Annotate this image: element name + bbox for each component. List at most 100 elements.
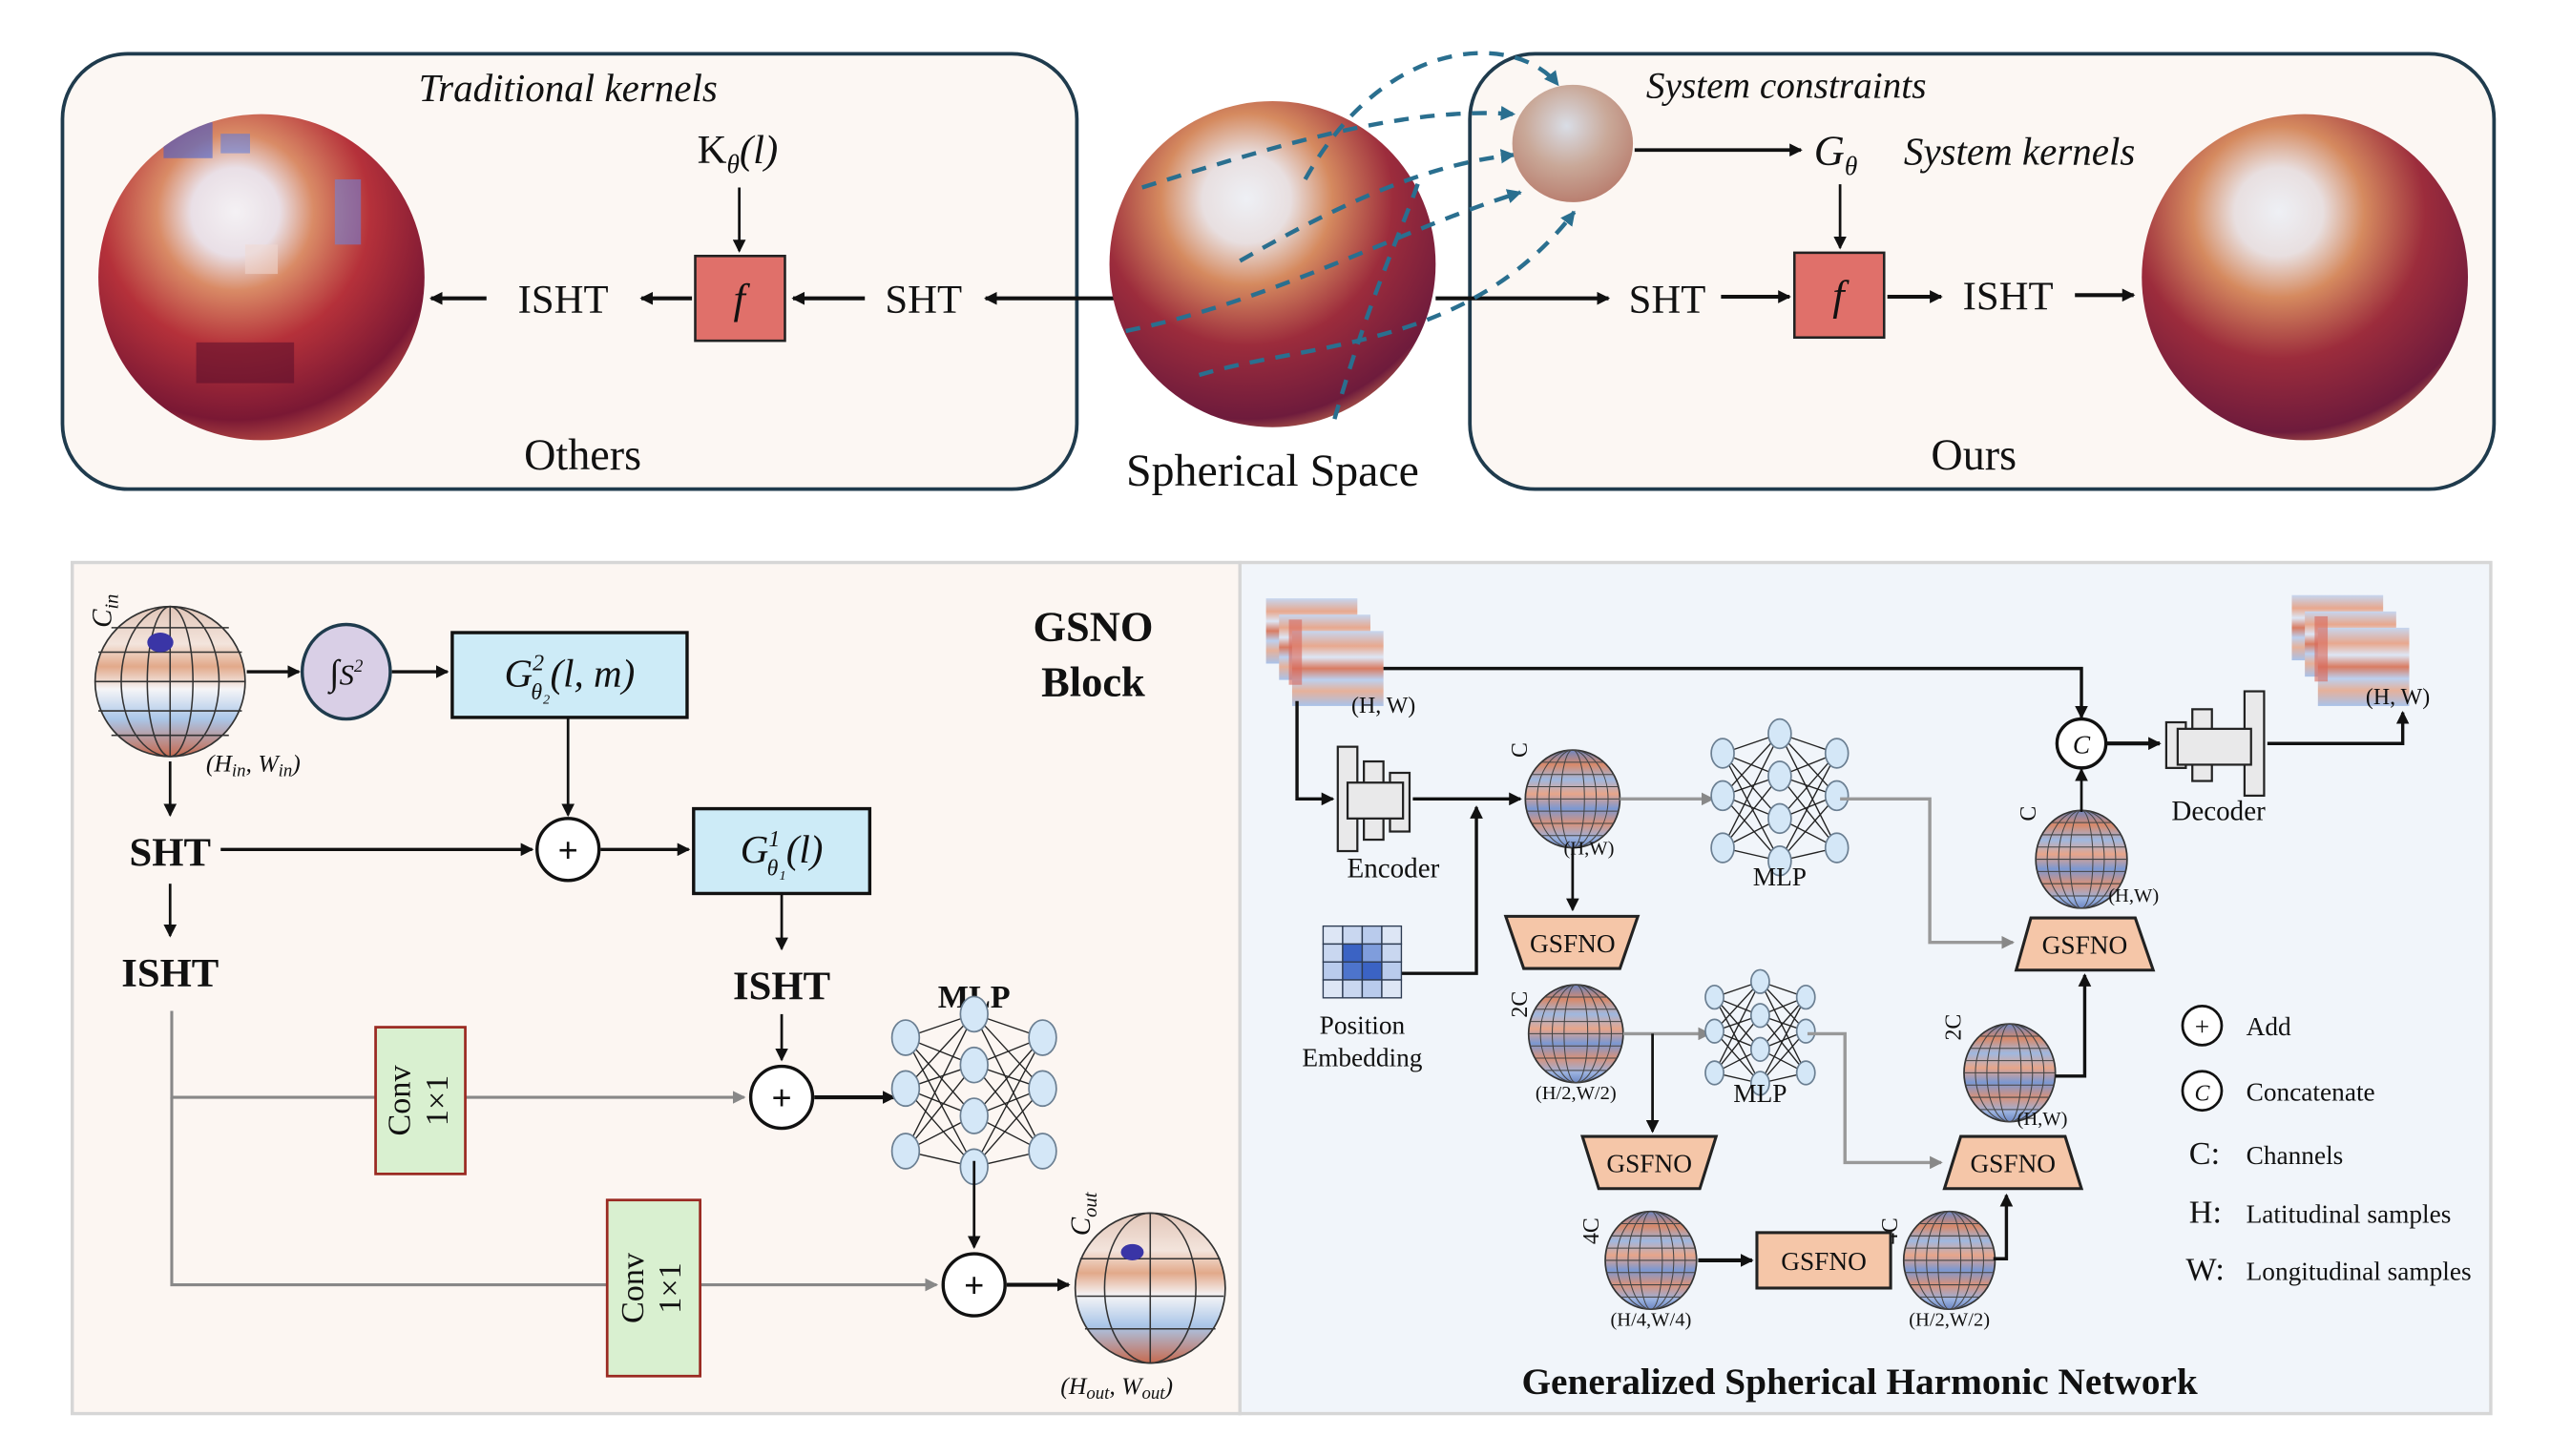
mlp-node	[1704, 984, 1724, 1010]
system-constraints-globe	[1512, 84, 1634, 202]
mlp-edge	[1759, 996, 1807, 1050]
legend-concat-label: Concatenate	[2247, 1077, 2375, 1106]
mlp-edge	[1759, 981, 1807, 1073]
sphere-s6: C(H,W)	[2017, 806, 2159, 909]
mlp-edge	[973, 1064, 1044, 1152]
arrow-decoder-to-output	[2267, 711, 2410, 745]
sphere-channels-label: C	[2017, 806, 2041, 822]
sht-label-others: SHT	[885, 278, 962, 322]
system-constraints-label: System constraints	[1646, 65, 1927, 107]
skip-input-to-concat	[1383, 666, 2088, 719]
gsfno-down-2	[1580, 1134, 1719, 1191]
gsfno-up-1	[2014, 916, 2156, 972]
add-symbol-3: +	[964, 1267, 984, 1306]
mlp-edge	[1722, 795, 1781, 862]
legend-w-label: Longitudinal samples	[2247, 1257, 2472, 1285]
network-title: Generalized Spherical Harmonic Network	[1521, 1361, 2197, 1403]
legend-c-symbol: C:	[2189, 1136, 2220, 1172]
sphere-dims-label: (H/2,W/2)	[1536, 1083, 1617, 1104]
arrow-sphere4-to-gsfno-up2	[1993, 1193, 2014, 1260]
output-dims-label: (Hout, Wout)	[1060, 1372, 1173, 1404]
output-dims: (H, W)	[2366, 685, 2430, 710]
mlp-network-gsno	[890, 995, 1057, 1186]
mlp-node	[1795, 1018, 1816, 1044]
position-embedding-cell	[1381, 943, 1403, 963]
input-globe-gsno	[94, 605, 246, 758]
mlp-node	[1749, 968, 1770, 994]
mlp-node	[959, 1046, 989, 1084]
mlp-edge	[1713, 981, 1761, 1073]
g-theta-label: Gθ	[1814, 127, 1858, 180]
mlp-edge	[1722, 775, 1781, 849]
arrow-mlp-top-to-gsfno-up	[1840, 797, 2015, 949]
mlp-node	[1767, 760, 1792, 792]
system-kernels-label: System kernels	[1904, 130, 2136, 174]
position-embedding-cell	[1322, 943, 1344, 963]
mlp-node	[1795, 984, 1816, 1010]
add-node-3	[941, 1252, 1007, 1318]
concat-symbol: C	[2073, 730, 2091, 759]
legend-add-icon	[2181, 1004, 2224, 1047]
add-symbol-1: +	[558, 832, 578, 871]
sphere-channels-label: C	[1508, 742, 1533, 758]
mlp-edge	[1779, 795, 1838, 862]
position-embedding-cell	[1322, 961, 1344, 981]
input-dims-label: (Hin, Win)	[206, 749, 301, 780]
conv-label-1: Conv	[382, 1065, 417, 1136]
mlp-node	[959, 995, 989, 1033]
mlp-edge	[905, 1064, 975, 1152]
position-embedding-cell	[1322, 925, 1344, 946]
sphere-s3: 4C (H/4,W/4)	[1579, 1210, 1698, 1330]
position-embedding-cell	[1342, 943, 1364, 963]
sphere-dims-label: (H/4,W/4)	[1610, 1309, 1691, 1330]
mlp-edge	[973, 1037, 1044, 1168]
mlp-edge	[1759, 1030, 1807, 1084]
sphere-s5: 2C(H,W)	[1942, 1014, 2068, 1130]
sphere-channels-label: 4C	[1579, 1217, 1604, 1244]
sphere-dims-label: (H/2,W/2)	[1909, 1309, 1990, 1330]
position-embedding-cell	[1342, 961, 1364, 981]
mlp-edge	[1779, 753, 1838, 820]
g2-box	[450, 631, 689, 719]
decoder-icon	[2164, 690, 2266, 798]
ours-caption: Ours	[1931, 430, 2017, 479]
isht-left-label: ISHT	[121, 951, 219, 996]
arrow-sphere5-to-gsfno-up1	[2055, 973, 2092, 1078]
mlp-node	[1749, 1036, 1770, 1062]
encoder-icon	[1336, 745, 1411, 853]
mlp-node	[1767, 718, 1792, 750]
add-node-2	[748, 1064, 815, 1131]
mlp-top-label: MLP	[1753, 863, 1807, 891]
legend-c-label: Channels	[2247, 1141, 2344, 1170]
isht-label-ours: ISHT	[1963, 275, 2054, 320]
legend-add-symbol: +	[2195, 1012, 2209, 1041]
traditional-kernels-label: Traditional kernels	[419, 66, 718, 110]
mlp-edge	[1722, 733, 1781, 848]
sphere-channels-label: 2C	[1942, 1014, 1967, 1041]
sphere-s2: 2C(H/2,W/2)	[1508, 984, 1624, 1104]
sht-label-gsno: SHT	[130, 830, 211, 875]
isht-right-label: ISHT	[733, 965, 830, 1009]
mlp-mid-label: MLP	[1733, 1079, 1787, 1108]
mlp-node	[1028, 1019, 1057, 1056]
position-embedding-cell	[1361, 925, 1383, 946]
conv-size-1: 1×1	[420, 1075, 455, 1126]
mlp-edge	[905, 1013, 975, 1090]
mlp-node	[1824, 738, 1850, 769]
position-embedding-cell	[1322, 979, 1344, 999]
mlp-node	[1710, 738, 1735, 769]
arrow-posemb-to-encoder	[1399, 805, 1483, 975]
conv-size-2: 1×1	[653, 1262, 688, 1313]
mlp-edge	[973, 1088, 1044, 1168]
position-embedding-label-1: Position	[1320, 1010, 1406, 1039]
position-embedding-cell	[1361, 979, 1383, 999]
gsfno-bottom-label: GSFNO	[1781, 1247, 1867, 1276]
sampling-curves	[1125, 51, 1577, 420]
spherical-space-globe	[1109, 100, 1436, 427]
mlp-node	[1704, 1018, 1724, 1044]
gsfno-up-2	[1942, 1134, 2084, 1191]
mlp-node	[959, 1097, 989, 1134]
sht-label-ours: SHT	[1629, 278, 1706, 322]
